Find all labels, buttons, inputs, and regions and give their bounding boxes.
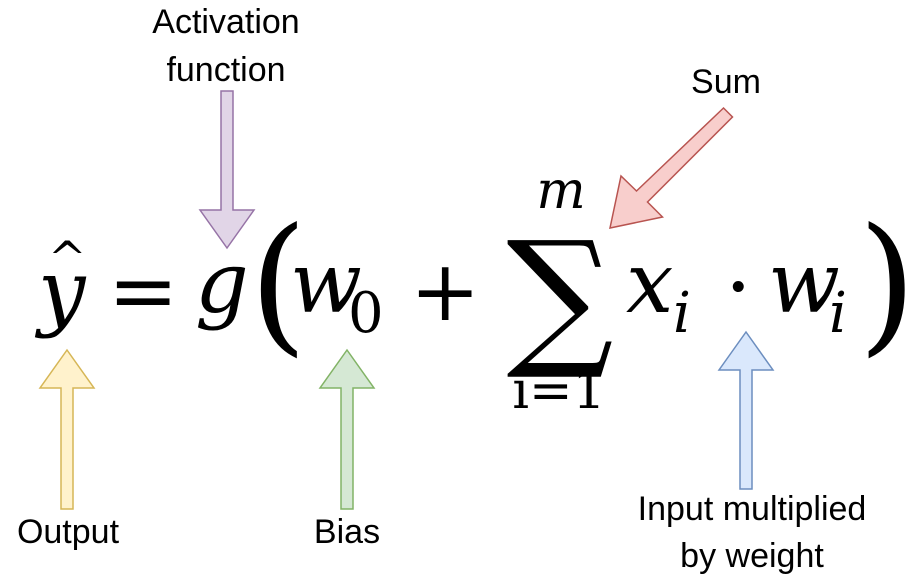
- sum-symbol: ∑: [506, 210, 613, 384]
- perceptron-equation: y ^ = g ( w 0 + m ∑ i=1 x i · w i ): [34, 161, 916, 421]
- input-subscript: i: [673, 281, 691, 346]
- activation-function-symbol: g: [195, 234, 249, 332]
- equals-sign: =: [108, 242, 178, 340]
- input-weight-label-line2: by weight: [680, 537, 824, 575]
- sum-arrow: [609, 106, 734, 229]
- input-weight-label-line1: Input multiplied: [638, 490, 867, 528]
- weight-base: w: [768, 234, 840, 332]
- open-parenthesis: (: [249, 197, 308, 371]
- bias-weight-base: w: [290, 234, 362, 332]
- sum-label: Sum: [691, 63, 761, 101]
- output-arrow: [38, 348, 96, 510]
- input-base: x: [626, 234, 673, 332]
- bias-arrow: [318, 348, 376, 510]
- input-weight-arrow: [717, 330, 775, 490]
- sum-upper-limit: m: [536, 161, 585, 221]
- output-label: Output: [17, 513, 120, 551]
- activation-label-line2: function: [166, 51, 285, 89]
- output-hat: ^: [48, 231, 87, 285]
- sum-lower-limit: i=1: [512, 361, 605, 421]
- multiply-dot: ·: [725, 238, 752, 336]
- bias-weight-subscript: 0: [348, 281, 384, 346]
- activation-arrow: [198, 90, 256, 250]
- output-symbol: y: [34, 242, 87, 340]
- plus-sign: +: [410, 242, 480, 340]
- bias-label: Bias: [314, 513, 380, 551]
- close-parenthesis: ): [858, 197, 916, 371]
- activation-label-line1: Activation: [152, 3, 299, 41]
- weight-subscript: i: [829, 281, 847, 346]
